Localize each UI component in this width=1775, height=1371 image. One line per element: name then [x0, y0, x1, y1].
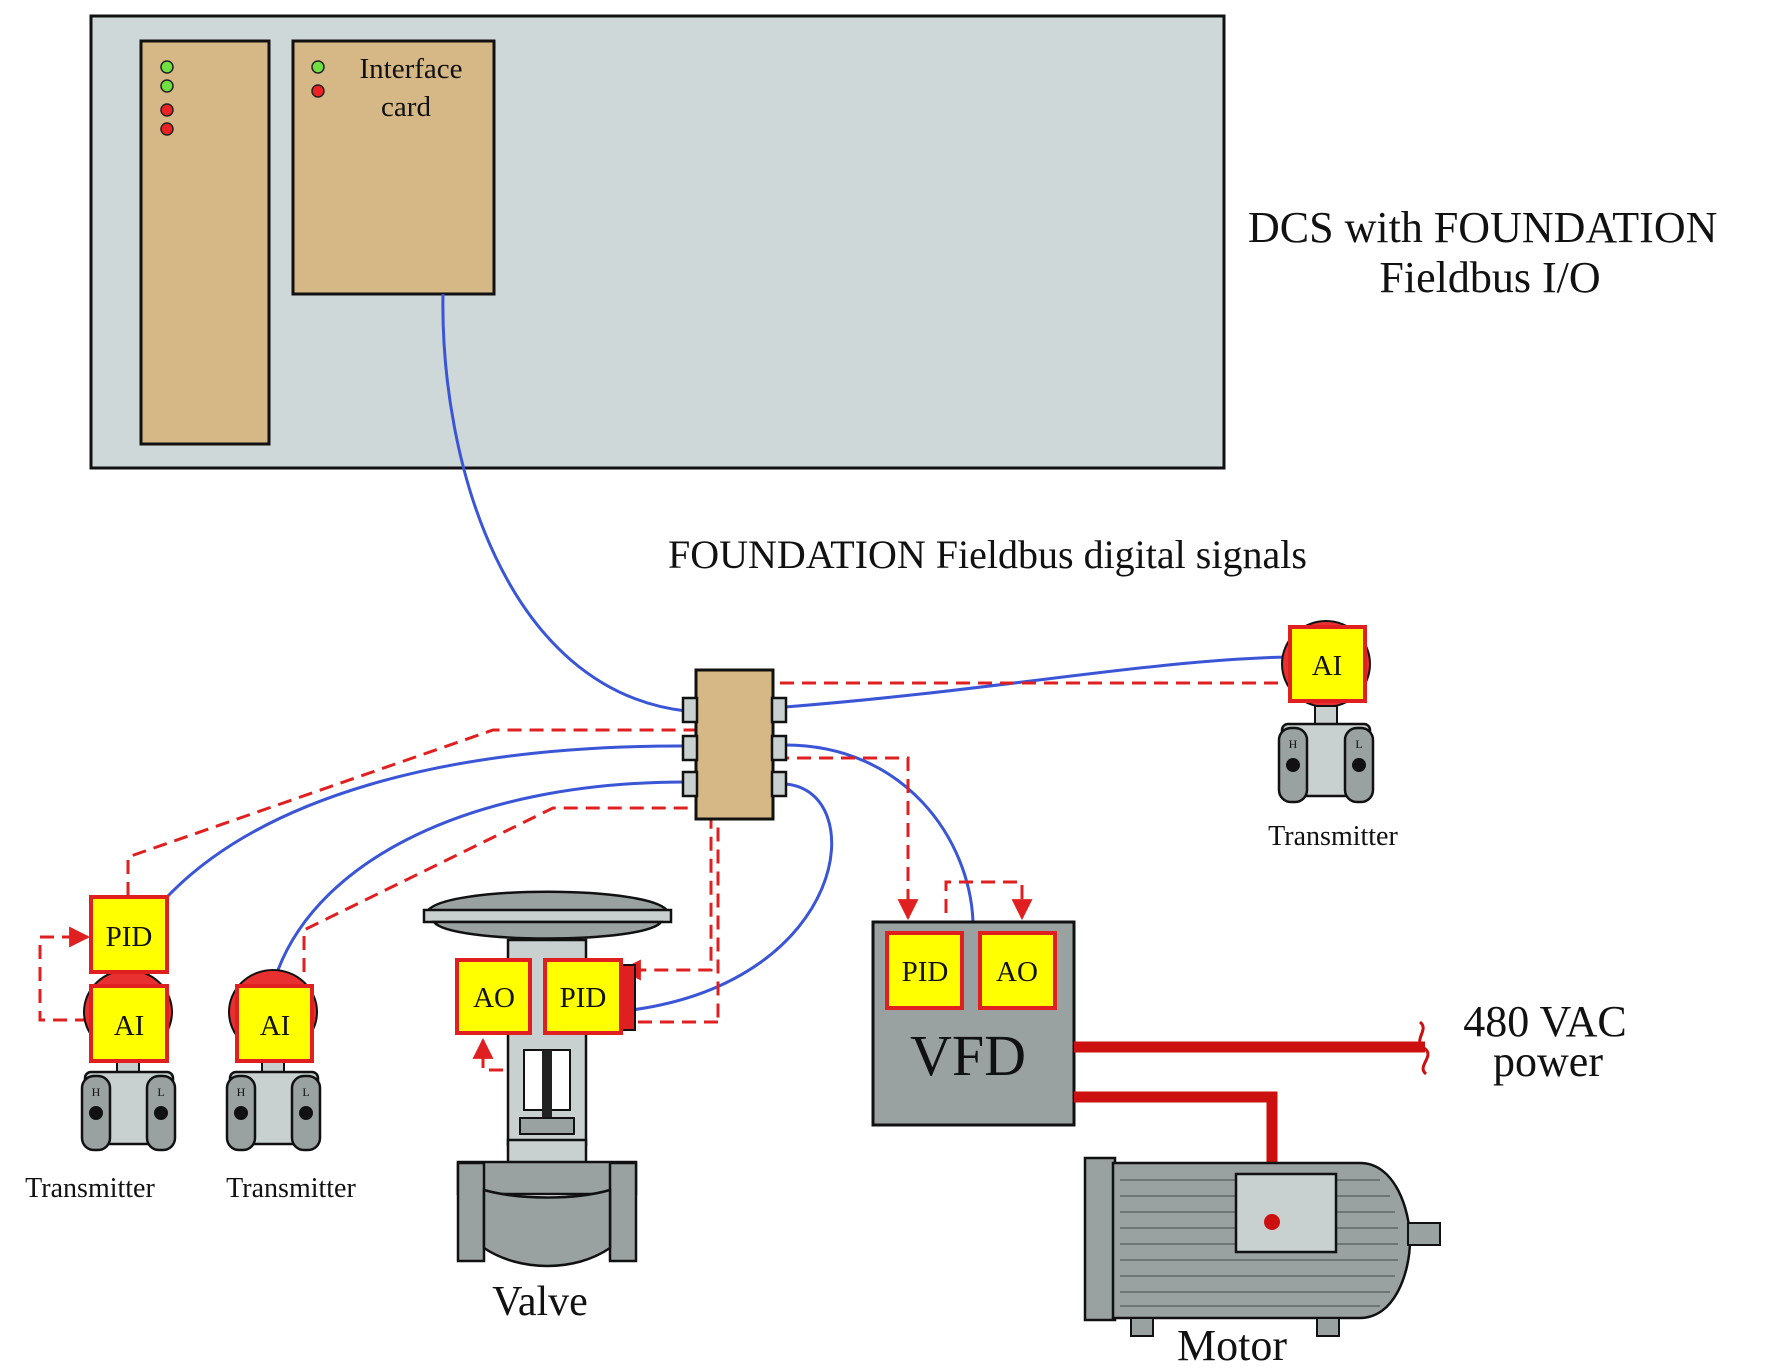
port-l-label: L — [302, 1085, 309, 1099]
terminal-port — [681, 734, 699, 762]
vfd: PID AO VFD — [871, 920, 1076, 1127]
port-l-label: L — [157, 1085, 164, 1099]
function-block-ao — [978, 931, 1057, 1010]
spur-cable-vfd — [784, 743, 975, 923]
spur-cable-pid-transmitter — [165, 744, 687, 899]
terminal-port — [681, 696, 699, 724]
power-label-line2: power — [1493, 1037, 1603, 1086]
function-block-ai-label: AI — [114, 1010, 145, 1042]
function-block-pid-label: PID — [560, 982, 607, 1014]
control-valve: AO PID Valve — [422, 890, 673, 1325]
function-block-pid-label: PID — [902, 956, 949, 988]
status-led-red — [160, 122, 174, 136]
transmitter-right: H L AI Transmitter — [1268, 620, 1398, 852]
terminal-port — [770, 734, 788, 762]
status-led-green — [160, 60, 174, 74]
function-block-ai — [1288, 625, 1367, 703]
port-h-label: H — [92, 1085, 101, 1099]
transmitter-left-pid: H L PID AI Transmitter — [25, 895, 177, 1204]
wire-break-symbol — [1418, 1020, 1430, 1076]
power-label-line1: 480 VAC — [1463, 997, 1626, 1046]
interface-card-label-line2: card — [381, 91, 431, 123]
function-block-pid — [89, 895, 169, 974]
spur-cable-ai-transmitter — [276, 780, 687, 971]
function-block-pid — [885, 931, 964, 1010]
vfd-label: VFD — [910, 1023, 1026, 1088]
function-block-ao — [455, 958, 532, 1035]
function-block-ai — [89, 984, 169, 1063]
function-block-pid-label: PID — [106, 921, 153, 953]
port-h-label: H — [237, 1085, 246, 1099]
status-led-green — [311, 60, 325, 74]
transmitter-label: Transmitter — [25, 1173, 155, 1204]
fieldbus-cables — [165, 293, 1288, 1012]
bus-label: FOUNDATION Fieldbus digital signals — [668, 532, 1307, 577]
interface-card-label-line1: Interface — [359, 53, 462, 85]
dcs-label-line2: Fieldbus I/O — [1379, 253, 1600, 302]
transmitter-label: Transmitter — [226, 1173, 356, 1204]
status-led-red — [160, 103, 174, 117]
valve-label: Valve — [492, 1279, 588, 1325]
function-block-ai-label: AI — [260, 1010, 291, 1042]
function-block-ai — [235, 984, 314, 1063]
function-block-ai-label: AI — [1312, 650, 1343, 682]
signal-ai-to-valve-pid — [302, 806, 713, 981]
interface-card: Interface card — [291, 39, 496, 296]
function-block-ao-label: AO — [996, 956, 1038, 988]
function-block-pid — [543, 958, 623, 1035]
function-block-ao-label: AO — [473, 982, 515, 1014]
terminal-port — [770, 696, 788, 724]
transmitter-middle: H L AI Transmitter — [225, 969, 356, 1204]
transmitter-label: Transmitter — [1268, 821, 1398, 852]
controller-card — [139, 39, 271, 446]
status-led-green — [160, 79, 174, 93]
trunk-cable — [441, 293, 687, 713]
signal-paths — [38, 681, 1278, 1072]
status-led-red — [311, 84, 325, 98]
signal-vfd-pid-to-ao — [944, 880, 1033, 935]
motor-terminal-box — [1234, 1172, 1338, 1254]
port-l-label: L — [1355, 737, 1362, 751]
motor: Motor — [1083, 1156, 1441, 1370]
terminal-port — [770, 770, 788, 798]
dcs-label-line1: DCS with FOUNDATION — [1248, 203, 1717, 252]
spur-cable-valve — [631, 782, 834, 1012]
spur-cable-right-transmitter — [784, 655, 1288, 709]
motor-label: Motor — [1177, 1321, 1287, 1370]
port-h-label: H — [1289, 737, 1298, 751]
signal-pid-loop — [126, 728, 720, 1022]
junction-box — [681, 668, 788, 821]
dcs-cabinet: Interface card — [89, 14, 1226, 470]
signal-ai-to-pid — [38, 926, 91, 1022]
terminal-port — [681, 770, 699, 798]
